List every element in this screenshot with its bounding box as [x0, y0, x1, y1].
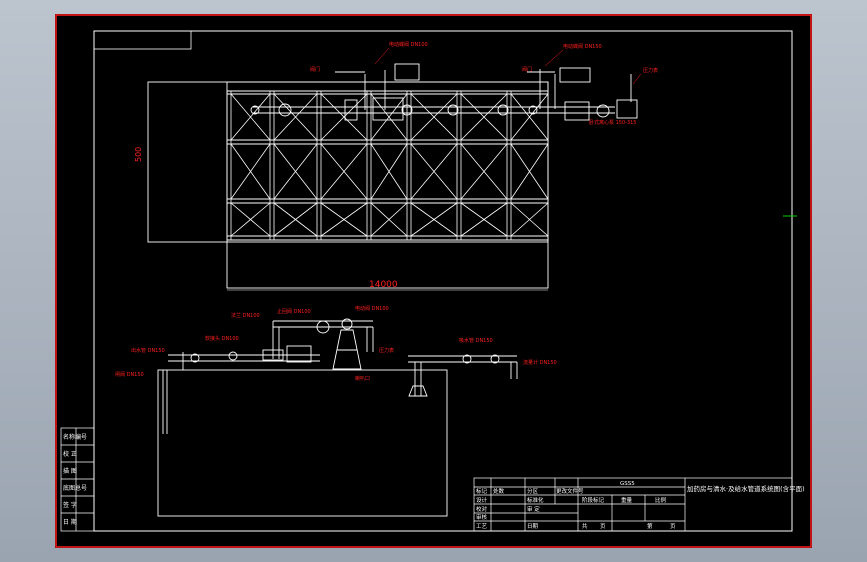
- inner-border: [93, 30, 793, 532]
- rev-label-6: 日 期: [63, 518, 77, 526]
- plan-brace: [273, 202, 318, 237]
- tb-r5-4: 共: [582, 522, 588, 530]
- callout-lower-8: 吸水管 DN150: [459, 337, 493, 344]
- callout-lower-3: 电动阀 DN100: [355, 305, 389, 312]
- callout-top-right-valve: 阀门: [522, 66, 532, 73]
- drawing-sheet: 名称编号 校 正 描 图 底图总号 签 字 日 期 14000 500: [55, 14, 812, 548]
- plan-brace: [510, 93, 549, 141]
- code-box: [93, 30, 192, 50]
- tb-r1-0: 标记: [476, 487, 488, 495]
- tb-r1-2: 分区: [527, 487, 539, 495]
- callout-lower-7: 压力表: [379, 347, 394, 354]
- plan-brace: [230, 202, 271, 237]
- tb-r4-0: 审核: [476, 513, 488, 521]
- tb-r5-5: 页: [600, 523, 606, 530]
- callout-lower-10: 喇叭口: [355, 375, 370, 382]
- tb-r2-2: 标准化: [527, 496, 544, 504]
- rev-label-2: 校 正: [63, 450, 77, 458]
- plan-brace: [510, 202, 549, 237]
- plan-brace: [410, 202, 458, 237]
- tb-r5-0: 工艺: [476, 523, 488, 530]
- tb-code: GSS5: [620, 481, 635, 487]
- callout-lower-2: 止回阀 DN100: [277, 308, 311, 315]
- plan-brace: [460, 143, 508, 200]
- plan-grid: [226, 91, 549, 240]
- plan-brace: [410, 93, 458, 141]
- tb-r1-1: 处数: [493, 487, 505, 495]
- title-block: [473, 477, 793, 532]
- dimension-text-width: 14000: [369, 280, 398, 290]
- outer-frame: [55, 14, 812, 548]
- plan-brace: [510, 143, 549, 200]
- callout-lower-9: 流量计 DN150: [523, 359, 557, 366]
- tb-r3-0: 校对: [476, 505, 488, 513]
- top-leader-lines: [374, 47, 642, 85]
- callout-lower-6: 闸阀 DN150: [115, 371, 144, 378]
- plan-brace: [230, 93, 271, 141]
- callout-top-motor: 电动蝶阀 DN100: [389, 41, 428, 48]
- plan-brace: [273, 143, 318, 200]
- plan-brace: [460, 93, 508, 141]
- revision-strip: [60, 427, 95, 532]
- plan-brace: [273, 93, 318, 141]
- plan-brace: [230, 143, 271, 200]
- callout-top-left-valve: 阀门: [310, 66, 320, 73]
- tb-r3-2: 审 定: [527, 505, 540, 513]
- plan-brace: [460, 202, 508, 237]
- plan-brace: [370, 143, 408, 200]
- elevation-view: [157, 318, 518, 517]
- callout-lower-5: 出水管 DN150: [131, 347, 165, 354]
- rev-label-4: 底图总号: [63, 484, 87, 492]
- top-pipeline: [250, 63, 638, 121]
- cad-viewport[interactable]: 名称编号 校 正 描 图 底图总号 签 字 日 期 14000 500: [55, 14, 812, 548]
- drawing-title: 加药房与清水·及给水管道系统图(含平面): [687, 484, 805, 493]
- tb-r5-2: 日期: [527, 523, 539, 530]
- callout-top-right-gauge: 压力表: [643, 67, 658, 74]
- rev-label-5: 签 字: [63, 501, 77, 509]
- plan-view: [147, 81, 549, 289]
- plan-brace: [410, 143, 458, 200]
- tb-r2-0: 设计: [476, 496, 488, 504]
- tb-r5-6: 第: [647, 522, 653, 530]
- callout-pump-tag: 卧式离心泵 150-315: [589, 119, 636, 126]
- tb-r2-4: 阶段标记: [582, 496, 605, 504]
- plan-brace: [320, 143, 368, 200]
- plan-brace: [320, 93, 368, 141]
- callout-lower-4: 软接头 DN100: [205, 335, 239, 342]
- plan-brace: [370, 93, 408, 141]
- tb-r1-3: 更改文件号: [556, 487, 584, 495]
- callout-lower-1: 法兰 DN100: [231, 312, 260, 319]
- tb-r2-6: 重量: [621, 496, 633, 504]
- rev-label-3: 描 图: [63, 467, 77, 475]
- rev-label-1: 名称编号: [63, 433, 87, 441]
- tb-r2-7: 比例: [655, 496, 667, 504]
- dimension-text-side: 500: [134, 147, 143, 162]
- callout-top-right-motor: 电动蝶阀 DN150: [563, 43, 602, 50]
- plan-brace: [370, 202, 408, 237]
- tb-r5-7: 页: [670, 523, 676, 530]
- plan-brace: [320, 202, 368, 237]
